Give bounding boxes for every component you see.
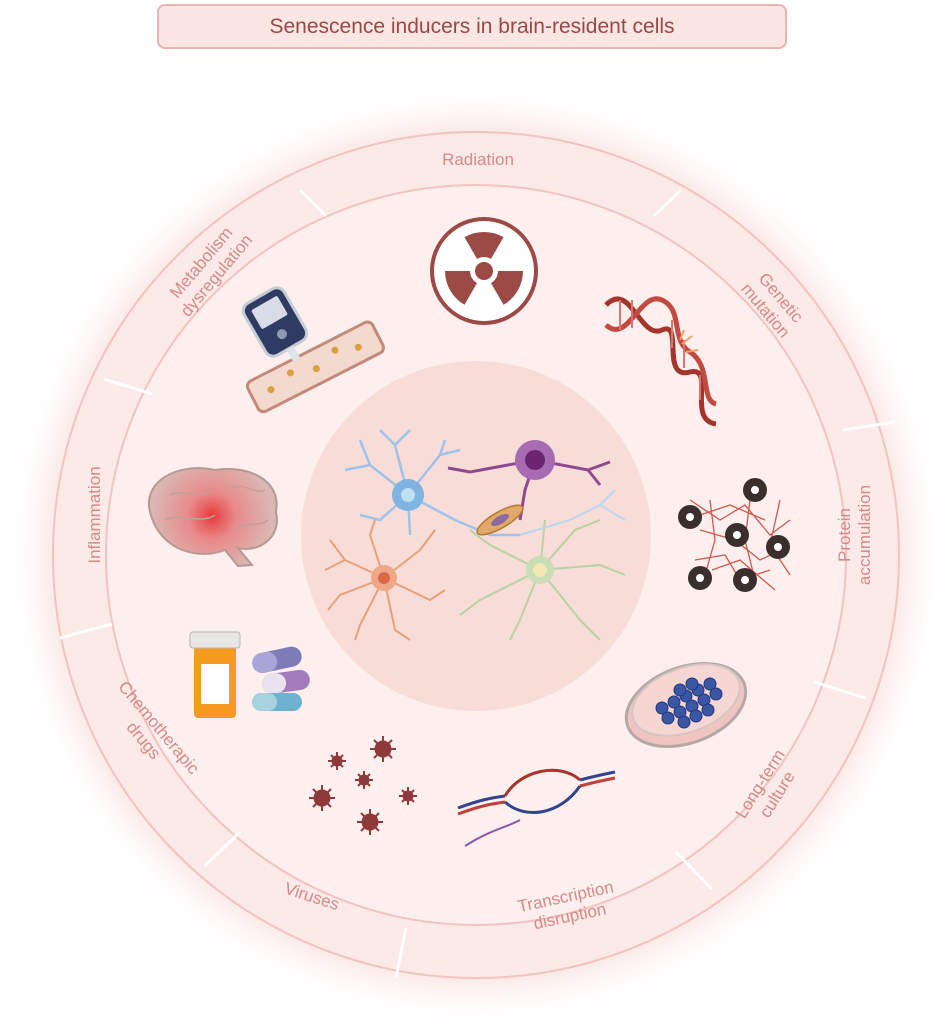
protein-aggregate-icon bbox=[678, 478, 791, 592]
svg-text:Protein: Protein bbox=[835, 508, 854, 562]
virus-icon bbox=[309, 736, 417, 835]
radiation-icon bbox=[430, 217, 538, 325]
ring-dividers bbox=[59, 188, 896, 979]
dna-mutation-icon bbox=[604, 296, 718, 427]
title-box: Senescence inducers in brain-resident ce… bbox=[157, 4, 787, 49]
label-protein-accumulation: Protein accumulation bbox=[835, 485, 874, 585]
label-radiation: Radiation bbox=[442, 150, 514, 169]
brain-inflammation-icon bbox=[147, 467, 278, 568]
svg-text:accumulation: accumulation bbox=[855, 485, 874, 585]
glucometer-icon bbox=[241, 286, 385, 414]
petri-dish-icon bbox=[624, 661, 748, 749]
center-circle bbox=[301, 361, 651, 711]
label-inflammation: Inflammation bbox=[85, 466, 104, 563]
svg-text:Inflammation: Inflammation bbox=[85, 466, 104, 563]
pill-bottle-icon bbox=[189, 631, 310, 718]
neural-cells-icon bbox=[324, 429, 626, 641]
page-title: Senescence inducers in brain-resident ce… bbox=[269, 14, 675, 38]
transcription-bubble-icon bbox=[457, 768, 616, 847]
